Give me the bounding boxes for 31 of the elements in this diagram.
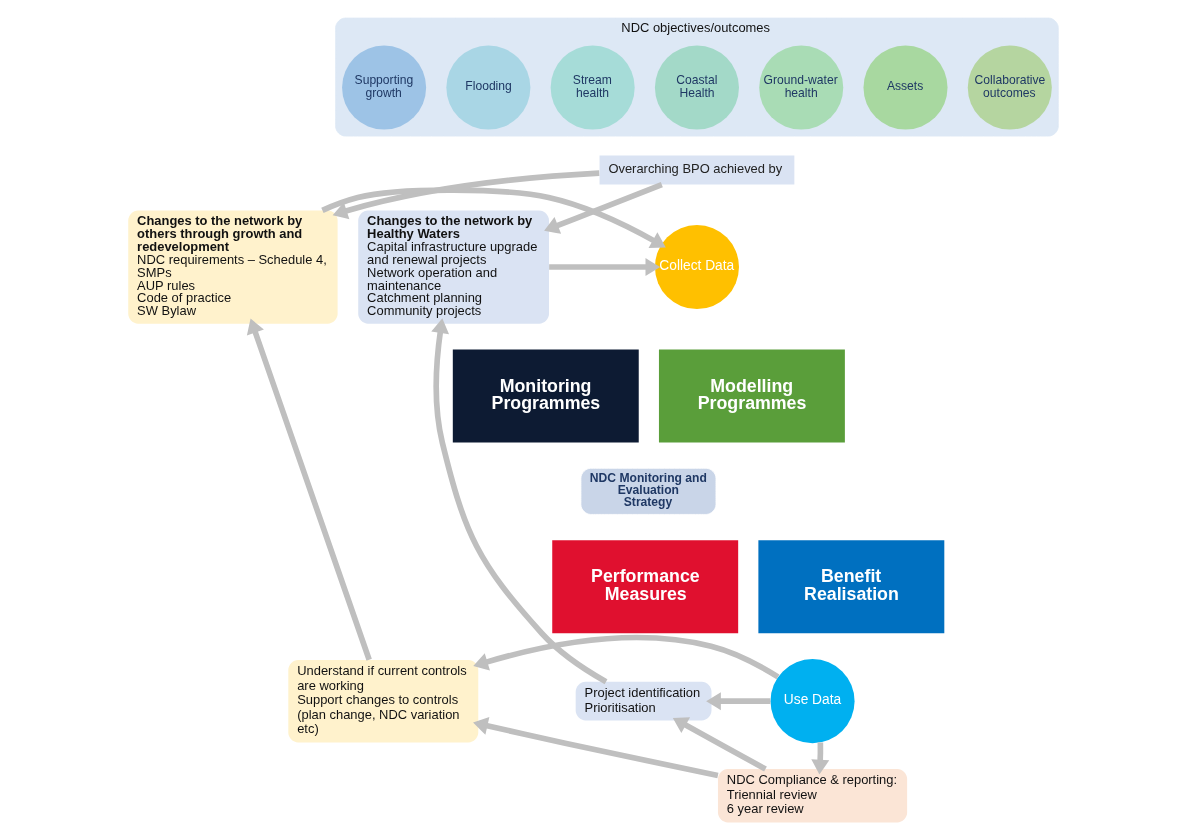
node-circle: Coastal Health	[654, 45, 739, 130]
node-box: Performance Measures	[551, 540, 738, 634]
node-circle: Supporting growth	[341, 45, 426, 130]
arrow	[810, 742, 829, 775]
node-circle: Stream health	[550, 45, 635, 130]
arrow	[246, 318, 372, 661]
arrow	[543, 181, 663, 234]
arrow	[430, 318, 607, 685]
arrow	[472, 634, 779, 680]
node-box: Modelling Programmes	[658, 349, 845, 443]
node-box: Project identification Prioritisation	[575, 681, 711, 721]
node-circle: Flooding	[445, 45, 530, 130]
node-box: Changes to the network by Healthy Waters Capital infrastructure upgrade and renewal projects Network operation and maintenance Catchment planning Community projects	[357, 210, 549, 324]
node-circle: Use Data	[770, 659, 855, 744]
node-box: Monitoring Programmes	[452, 349, 639, 443]
node-circle: Collaborative outcomes	[967, 45, 1052, 130]
node-circle: Assets	[862, 45, 948, 130]
arrow	[472, 717, 718, 779]
arrow	[320, 187, 666, 248]
node-box: Benefit Realisation	[757, 540, 944, 634]
arrow	[548, 258, 660, 277]
arrow	[672, 717, 767, 772]
arrow	[705, 692, 770, 711]
node-box: Understand if current controls are working Support changes to controls (plan change, NDC variation etc)	[287, 659, 478, 743]
arrow	[332, 170, 599, 220]
node-box: Overarching BPO achieved by	[599, 155, 794, 185]
node-box: Changes to the network by others through growth and redevelopment NDC requirements – Schedule 4, SMPs AUP rules Code of practice SW Bylaw	[127, 210, 338, 324]
node-box: NDC Monitoring and Evaluation Strategy	[580, 467, 716, 515]
node-circle: Collect Data	[654, 225, 739, 310]
node-box: NDC Compliance & reporting: Triennial review 6 year review	[717, 769, 907, 823]
node-circle: Ground-water health	[758, 45, 843, 130]
